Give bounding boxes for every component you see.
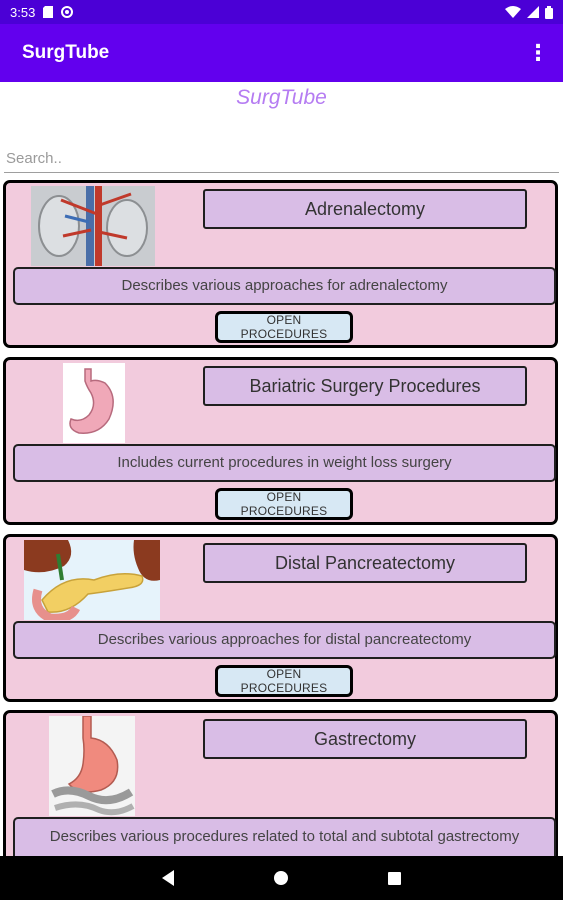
card-description: Describes various approaches for distal … — [13, 621, 556, 659]
bariatric-thumbnail — [63, 363, 125, 443]
wifi-icon — [505, 6, 521, 18]
sd-card-icon — [43, 6, 54, 18]
navigation-bar — [0, 856, 563, 900]
card-title: Gastrectomy — [203, 719, 527, 759]
procedure-card-distal-pancreatectomy: Distal Pancreatectomy Describes various … — [3, 534, 558, 702]
card-description: Includes current procedures in weight lo… — [13, 444, 556, 482]
brand-heading: SurgTube — [236, 86, 327, 109]
card-description: Describes various approaches for adrenal… — [13, 267, 556, 305]
procedure-card-bariatric: Bariatric Surgery Procedures Includes cu… — [3, 357, 558, 525]
search-input[interactable] — [4, 145, 559, 173]
battery-icon — [545, 5, 553, 19]
recent-apps-icon[interactable] — [388, 871, 401, 885]
procedure-card-adrenalectomy: Adrenalectomy Describes various approach… — [3, 180, 558, 348]
gastrectomy-thumbnail — [49, 716, 135, 816]
sync-icon — [61, 6, 74, 18]
pancreas-thumbnail — [24, 540, 160, 620]
status-time: 3:53 — [10, 4, 36, 20]
back-icon[interactable] — [162, 870, 174, 886]
open-procedures-button[interactable]: OPEN PROCEDURES — [215, 488, 353, 520]
card-title: Bariatric Surgery Procedures — [203, 366, 527, 406]
status-left: 3:53 — [10, 4, 74, 20]
open-procedures-button[interactable]: OPEN PROCEDURES — [215, 311, 353, 343]
app-bar: SurgTube ⋮ — [0, 24, 563, 82]
card-title: Distal Pancreatectomy — [203, 543, 527, 583]
status-bar: 3:53 — [0, 0, 563, 24]
home-icon[interactable] — [274, 871, 288, 885]
status-right — [505, 5, 553, 19]
card-title: Adrenalectomy — [203, 189, 527, 229]
adrenalectomy-thumbnail — [31, 186, 155, 266]
procedure-list[interactable]: Adrenalectomy Describes various approach… — [0, 180, 563, 856]
overflow-menu-icon[interactable]: ⋮ — [527, 40, 549, 65]
procedure-card-gastrectomy: Gastrectomy Describes various procedures… — [3, 710, 558, 856]
app-title: SurgTube — [22, 42, 110, 63]
signal-icon — [527, 6, 539, 18]
open-procedures-button[interactable]: OPEN PROCEDURES — [215, 665, 353, 697]
card-description: Describes various procedures related to … — [13, 817, 556, 856]
